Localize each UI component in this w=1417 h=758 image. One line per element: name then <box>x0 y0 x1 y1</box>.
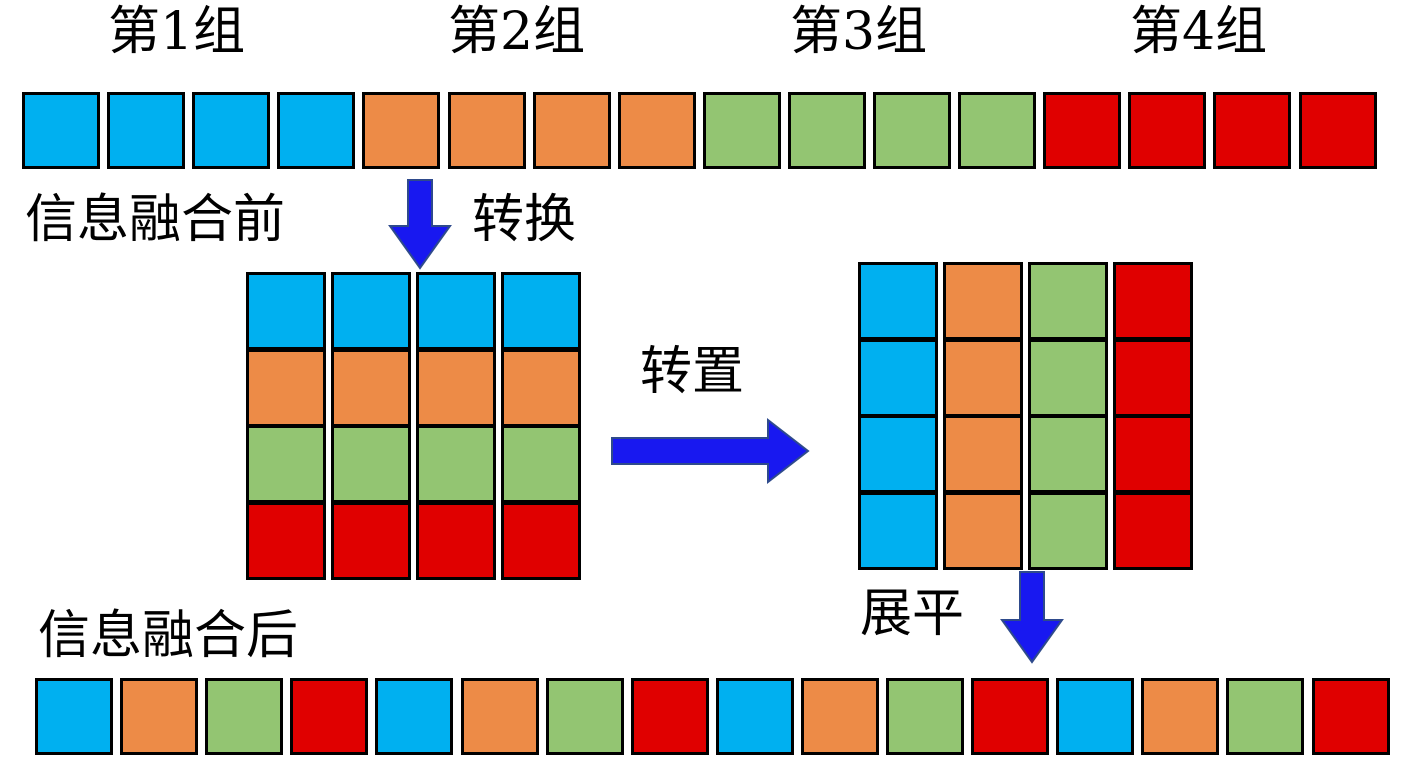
matrix-before-cell-blue <box>246 272 326 350</box>
matrix-after-cell-blue <box>858 338 938 417</box>
bottom-cell-green <box>886 678 964 755</box>
down-arrow-convert <box>388 179 452 270</box>
top-cell-red <box>1298 92 1377 169</box>
top-cell-green <box>702 92 781 169</box>
matrix-after-cell-green <box>1028 491 1108 570</box>
group-4-label: 第4组 <box>1130 2 1268 62</box>
top-cell-orange <box>362 92 441 169</box>
bottom-cell-orange <box>1141 678 1220 755</box>
bottom-cell-orange <box>120 678 199 755</box>
matrix-after-cell-green <box>1028 262 1108 340</box>
top-cell-green <box>787 92 866 169</box>
down-arrow-flatten-shape <box>1000 571 1064 664</box>
flatten-label: 展平 <box>860 584 965 644</box>
down-arrow-convert-shape <box>388 179 452 270</box>
matrix-before-cell-orange <box>416 348 496 427</box>
right-arrow-transpose-shape <box>611 417 810 485</box>
top-cell-blue <box>192 92 271 169</box>
top-cell-green <box>958 92 1037 169</box>
matrix-before-cell-green <box>416 425 496 503</box>
matrix-before-cell-blue <box>331 272 411 350</box>
matrix-before-cell-green <box>246 425 326 503</box>
bottom-cell-blue <box>1056 678 1135 755</box>
matrix-after-cell-green <box>1028 415 1108 493</box>
matrix-before-cell-orange <box>331 348 411 427</box>
bottom-cell-green <box>1226 678 1305 755</box>
matrix-before-cell-green <box>331 425 411 503</box>
matrix-after-cell-red <box>1113 262 1193 340</box>
matrix-before-cell-red <box>246 501 326 580</box>
top-cell-red <box>1213 92 1292 169</box>
matrix-after-cell-red <box>1113 491 1193 570</box>
group-1-label: 第1组 <box>108 2 246 62</box>
top-cell-orange <box>532 92 611 169</box>
top-cell-green <box>873 92 951 169</box>
bottom-cell-red <box>1311 678 1390 755</box>
matrix-before-cell-blue <box>501 272 581 350</box>
matrix-after-cell-red <box>1113 415 1193 493</box>
bottom-cell-orange <box>460 678 539 755</box>
matrix-after-cell-orange <box>943 338 1023 417</box>
top-cell-blue <box>107 92 186 169</box>
before-fusion-label: 信息融合前 <box>25 190 286 250</box>
matrix-after-cell-orange <box>943 415 1023 493</box>
bottom-cell-blue <box>375 678 454 755</box>
group-3-label: 第3组 <box>790 2 928 62</box>
matrix-before-cell-red <box>331 501 411 580</box>
down-arrow-flatten <box>1000 571 1064 664</box>
top-cell-orange <box>617 92 696 169</box>
bottom-cell-green <box>205 678 284 755</box>
bottom-cell-red <box>290 678 369 755</box>
matrix-after-cell-orange <box>943 491 1023 570</box>
matrix-before-cell-green <box>501 425 581 503</box>
top-cell-red <box>1043 92 1122 169</box>
bottom-cell-red <box>630 678 709 755</box>
after-fusion-label: 信息融合后 <box>38 606 299 666</box>
top-cell-orange <box>447 92 526 169</box>
top-cell-blue <box>277 92 356 169</box>
matrix-before-cell-orange <box>246 348 326 427</box>
matrix-before-cell-orange <box>501 348 581 427</box>
matrix-before-cell-red <box>501 501 581 580</box>
convert-label: 转换 <box>472 190 577 250</box>
bottom-cell-blue <box>715 678 794 755</box>
matrix-after-cell-green <box>1028 338 1108 417</box>
matrix-before-cell-red <box>416 501 496 580</box>
matrix-after-cell-orange <box>943 262 1023 340</box>
bottom-cell-orange <box>800 678 879 755</box>
bottom-cell-red <box>971 678 1050 755</box>
bottom-cell-blue <box>35 678 113 755</box>
top-cell-red <box>1128 92 1207 169</box>
group-2-label: 第2组 <box>448 2 586 62</box>
transpose-label: 转置 <box>640 342 745 402</box>
top-cell-blue <box>22 92 100 169</box>
matrix-after-cell-blue <box>858 491 938 570</box>
matrix-after-cell-blue <box>858 415 938 493</box>
right-arrow-transpose <box>611 417 810 485</box>
matrix-after-cell-blue <box>858 262 938 340</box>
matrix-before-cell-blue <box>416 272 496 350</box>
bottom-cell-green <box>545 678 624 755</box>
matrix-after-cell-red <box>1113 338 1193 417</box>
